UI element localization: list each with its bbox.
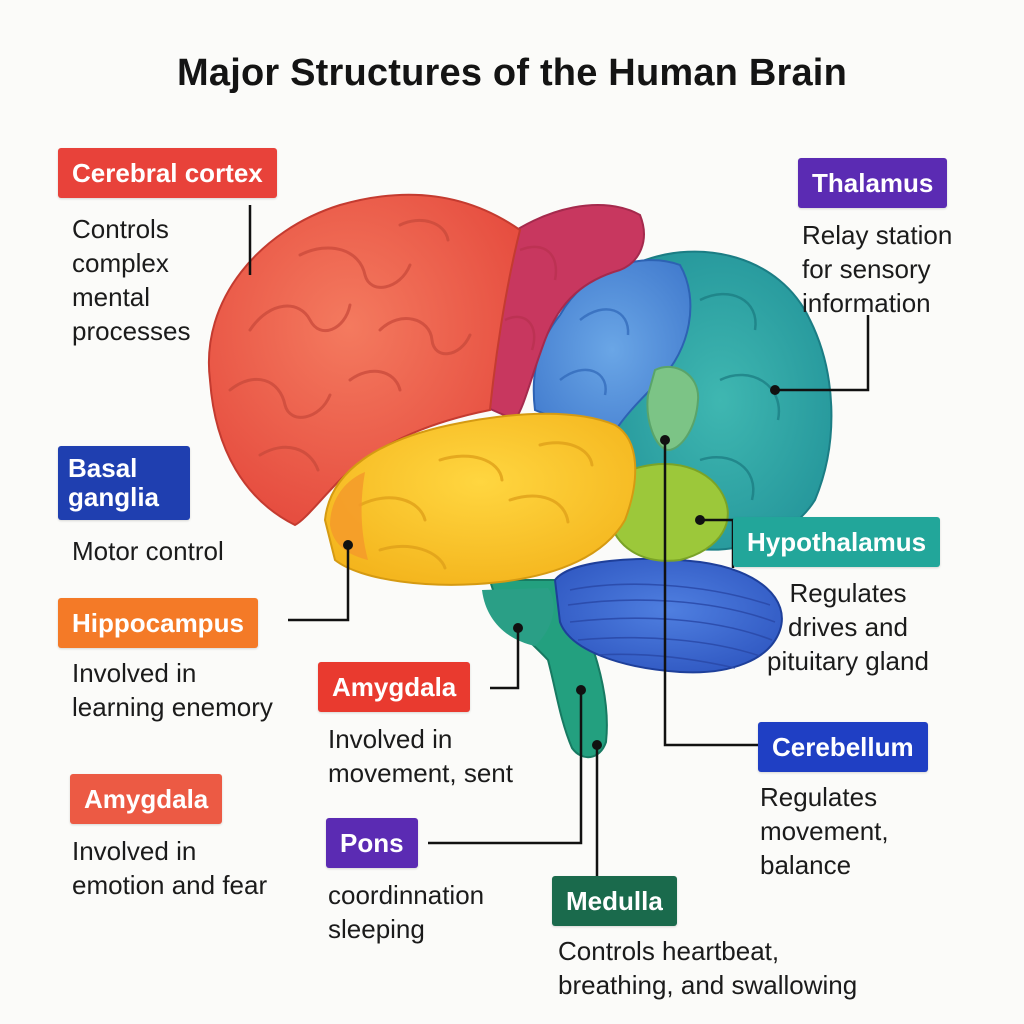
page-title: Major Structures of the Human Brain: [177, 52, 847, 94]
label-cerebral-cortex: Cerebral cortex: [58, 148, 277, 198]
desc-amygdala-upper: Involved in movement, sent: [328, 724, 513, 788]
label-basal-ganglia-text: Basal ganglia: [68, 453, 160, 512]
cerebellum-folds: [567, 583, 776, 669]
label-pons: Pons: [326, 818, 418, 868]
pons-region: [482, 588, 554, 646]
label-hypothalamus: Hypothalamus: [733, 517, 941, 567]
desc-hypothalamus: Regulates drives and pituitary gland: [767, 578, 929, 676]
desc-amygdala-lower: Involved in emotion and fear: [72, 836, 268, 900]
desc-cerebral-cortex: Controls complex mental processes: [72, 214, 191, 346]
label-amygdala-lower: Amygdala: [70, 774, 223, 824]
label-hippocampus: Hippocampus: [58, 598, 258, 648]
label-amygdala-upper: Amygdala: [318, 662, 471, 712]
desc-pons: coordinnation sleeping: [328, 880, 485, 944]
label-thalamus: Thalamus: [798, 158, 948, 208]
temporal-lobe: [323, 412, 637, 586]
cerebellum-region: [553, 558, 783, 674]
desc-medulla: Controls heartbeat, breathing, and swall…: [558, 936, 858, 1000]
label-medulla: Medulla: [552, 876, 677, 926]
thalamus-region: [646, 365, 700, 452]
desc-basal-ganglia: Motor control: [72, 536, 224, 566]
desc-cerebellum: Regulates movement, balance: [760, 782, 889, 880]
leader-lines: [248, 205, 870, 878]
cortex-folds: [228, 218, 472, 472]
desc-hippocampus: Involved in learning enemory: [72, 658, 273, 722]
green-region: [609, 463, 729, 562]
label-basal-ganglia: Basal ganglia: [58, 446, 190, 520]
desc-thalamus: Relay station for sensory information: [802, 220, 953, 318]
frontal-cortex: [207, 193, 522, 527]
label-cerebellum: Cerebellum: [758, 722, 928, 772]
